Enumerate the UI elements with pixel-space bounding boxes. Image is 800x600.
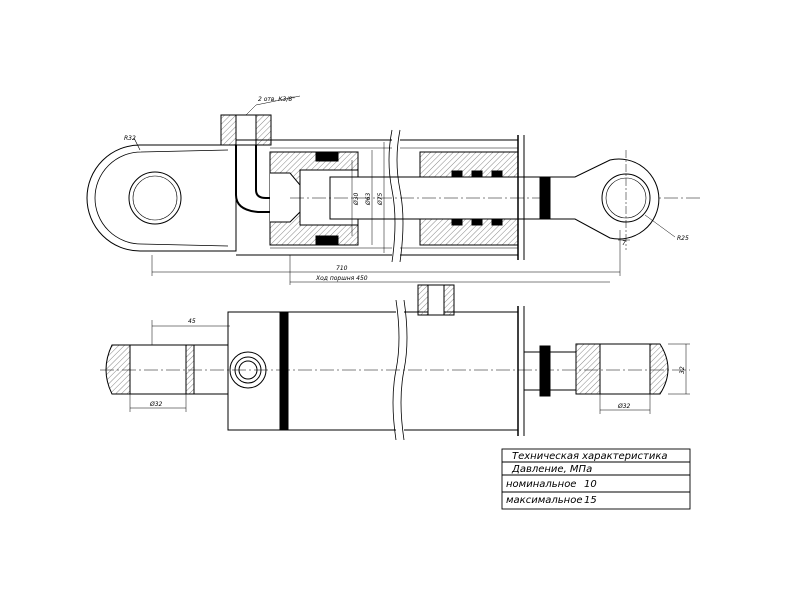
spec-max-value: 15 xyxy=(584,495,597,506)
radius-right-label: R25 xyxy=(677,235,689,242)
spec-nominal-label: номинальное xyxy=(506,479,576,490)
dim-32-label: 32 xyxy=(679,366,686,374)
front-rod-eye xyxy=(549,158,660,240)
diameter-63-label: Ø63 xyxy=(365,192,372,206)
radius-left-label: R32 xyxy=(124,135,136,142)
bottom-view xyxy=(100,284,690,441)
barrel-band xyxy=(279,311,289,431)
rod-boot-side xyxy=(539,345,551,397)
ports-annotation: 2 отв. К3/8" xyxy=(258,96,295,103)
diameter-32-right-label: Ø32 xyxy=(617,403,631,410)
break-line-top xyxy=(388,129,396,263)
rear-block xyxy=(227,311,281,431)
spec-max-label: максимальное xyxy=(506,495,582,506)
rear-eye-hole xyxy=(128,171,182,225)
top-view xyxy=(86,95,700,285)
diameter-75-label: Ø75 xyxy=(377,192,384,206)
dim-7-label: 7 xyxy=(622,240,626,247)
length-710-label: 710 xyxy=(336,265,348,272)
spec-pressure-label: Давление, МПа xyxy=(511,464,592,475)
stroke-label: Ход поршня 450 xyxy=(315,275,368,282)
rod-boot xyxy=(539,176,551,220)
rear-clevis xyxy=(86,144,237,252)
diameter-30-label: Ø30 xyxy=(353,192,360,206)
dim-45-label: 45 xyxy=(188,318,196,325)
diameter-32-left-label: Ø32 xyxy=(149,401,163,408)
oil-channel xyxy=(235,145,270,213)
rear-clevis-side xyxy=(105,344,131,395)
spec-table-title: Техническая характеристика xyxy=(512,451,668,462)
spec-nominal-value: 10 xyxy=(584,479,597,490)
spec-table xyxy=(501,448,691,510)
